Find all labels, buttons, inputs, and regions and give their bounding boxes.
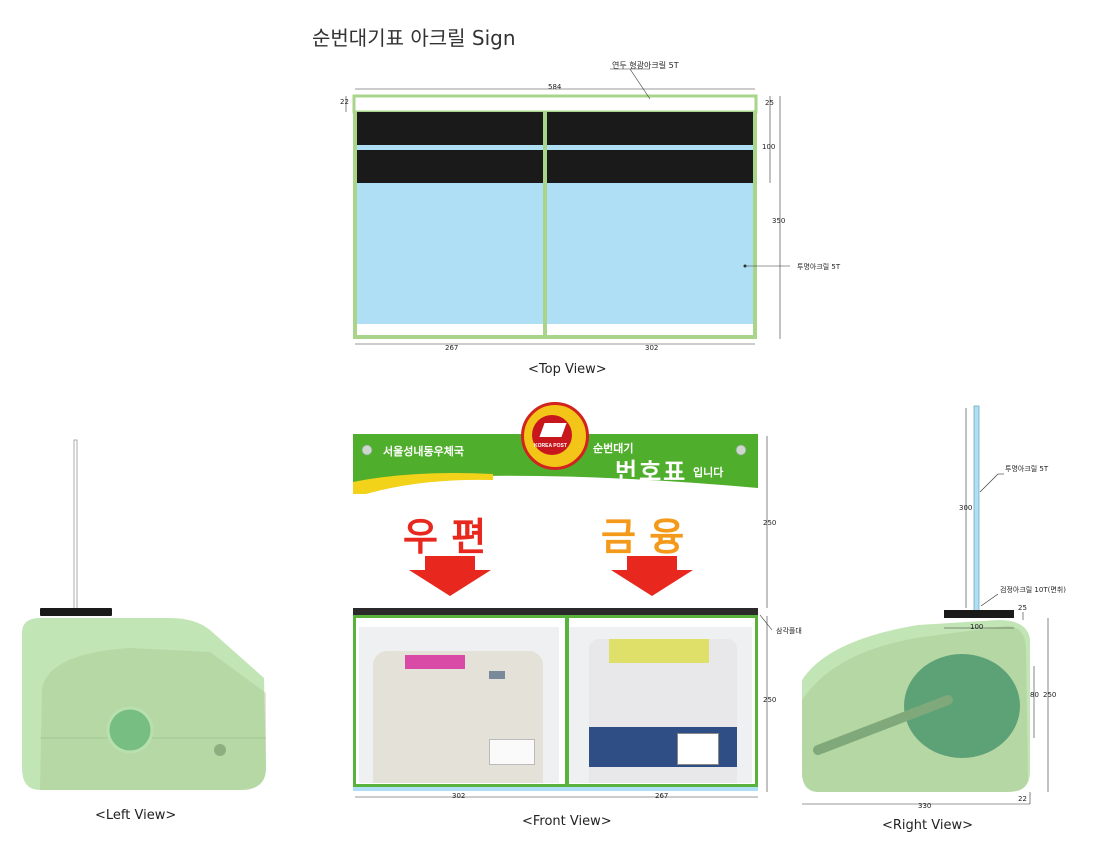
front-dim-upper: 250 xyxy=(763,519,777,527)
post-right xyxy=(753,112,757,339)
top-dim-100: 100 xyxy=(762,143,776,151)
top-label-clear: 투명아크릴 5T xyxy=(797,263,841,271)
right-label-base: 검정아크릴 10T(면취) xyxy=(1000,586,1066,594)
right-label-pole: 투명아크릴 5T xyxy=(1005,465,1049,473)
caption-front-view: <Front View> xyxy=(522,814,612,829)
front-right-printer xyxy=(569,627,752,783)
left-pole xyxy=(73,439,78,611)
banner-suffix: 입니다 xyxy=(693,467,724,479)
page-title: 순번대기표 아크릴 Sign xyxy=(312,26,516,50)
banner-number-ticket: 번호표 xyxy=(615,459,688,486)
top-dim-302: 302 xyxy=(645,344,659,352)
top-rail xyxy=(352,94,758,114)
top-dim-width: 584 xyxy=(548,83,562,91)
top-dim-22: 22 xyxy=(340,98,349,106)
banner-office-name: 서울성내동우체국 xyxy=(383,446,464,458)
clear-panel xyxy=(355,183,755,324)
caption-left-view: <Left View> xyxy=(95,808,177,823)
front-left-printer xyxy=(359,627,559,783)
right-pole xyxy=(973,405,980,613)
clear-gap xyxy=(355,145,755,150)
left-green-cover xyxy=(22,618,266,790)
banner-wait-label: 순번대기 xyxy=(593,443,634,455)
top-dim-25: 25 xyxy=(765,99,774,107)
postal-arrow-icon xyxy=(409,556,491,596)
top-view-diagram xyxy=(345,68,790,345)
right-dim-80: 80 xyxy=(1030,691,1039,699)
caption-right-view: <Right View> xyxy=(882,818,973,833)
caption-top-view: <Top View> xyxy=(528,362,607,377)
right-view-diagram xyxy=(802,405,1049,805)
right-dim-25: 25 xyxy=(1018,604,1027,612)
front-dim-302: 302 xyxy=(452,792,466,800)
post-middle xyxy=(543,112,547,339)
post-left xyxy=(353,112,357,339)
right-dim-300: 300 xyxy=(959,504,973,512)
right-base xyxy=(944,610,1014,618)
black-band-2 xyxy=(355,150,755,183)
finance-word: 금 융 xyxy=(601,515,685,559)
front-dim-lines xyxy=(355,436,773,798)
right-green-cover xyxy=(802,620,1030,792)
left-view-diagram xyxy=(22,439,266,790)
front-dim-lower: 250 xyxy=(763,696,777,704)
left-base xyxy=(40,608,112,616)
black-band-1 xyxy=(355,112,755,145)
front-base-edge xyxy=(353,787,758,791)
postal-word: 우 편 xyxy=(403,515,487,559)
logo-text: KOREA POST xyxy=(534,443,567,449)
front-view: 서울성내동우체국 순번대기 번호표 입니다 KOREA POST 우 편 금 융 xyxy=(353,402,758,794)
front-dim-267: 267 xyxy=(655,792,669,800)
right-dim-330: 330 xyxy=(918,802,932,810)
right-dim-22: 22 xyxy=(1018,795,1027,803)
right-dim-250: 250 xyxy=(1043,691,1057,699)
front-shelf-bar xyxy=(353,608,758,615)
front-upper-panel xyxy=(353,494,758,608)
korea-post-logo: KOREA POST xyxy=(521,402,589,470)
front-divider-post xyxy=(565,615,569,787)
top-dim-267: 267 xyxy=(445,344,459,352)
front-label-shelf: 삼각플대 xyxy=(776,627,802,635)
finance-arrow-icon xyxy=(611,556,693,596)
top-label-lime: 연두 형광아크릴 5T xyxy=(612,61,679,70)
top-dim-350: 350 xyxy=(772,217,786,225)
right-dim-100: 100 xyxy=(970,623,984,631)
